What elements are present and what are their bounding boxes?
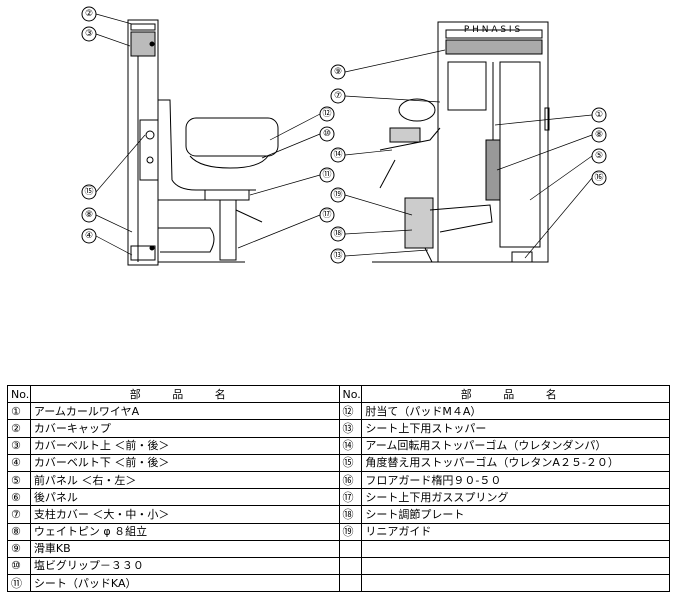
part-number: ⑤	[7, 470, 31, 490]
part-name	[361, 539, 670, 558]
part-number: ⑱	[338, 505, 363, 524]
front-view	[372, 21, 550, 263]
part-name: 滑車KB	[29, 539, 340, 558]
part-name: アームカールワイヤA	[29, 402, 340, 421]
part-name: 前パネル ＜右・左＞	[29, 470, 340, 490]
callout-label: ⑱	[333, 228, 342, 239]
part-name: 塩ビグリップ－３３０	[29, 556, 340, 576]
machine-drawing: ② ③ ⑮ ⑧ ④ ⑫ ⑩ ⑪ ⑰ ⑨ ⑦ ⑭ ⑲ ⑱ ⑬ ① ⑧ ⑤ ⑯ P …	[81, 6, 607, 266]
part-number: ⑦	[7, 505, 31, 524]
part-name: カバーベルト下 ＜前・後＞	[29, 453, 340, 472]
brand-text: P H N A S I S	[464, 25, 521, 35]
part-name: アーム回転用ストッパーゴム（ウレタンダンパ）	[361, 436, 670, 455]
part-number	[338, 574, 363, 593]
callout-label: ⑪	[322, 169, 331, 180]
callout-label: ⑩	[323, 129, 331, 139]
header-no: No.	[338, 384, 363, 404]
part-name: シート（パッドKA）	[29, 574, 340, 593]
callout-label: ⑧	[85, 210, 93, 220]
callout-label: ⑤	[595, 151, 603, 161]
callout-label: ⑯	[594, 172, 603, 183]
callout-label: ⑭	[333, 149, 342, 160]
callout-label: ⑰	[322, 209, 331, 220]
part-number: ⑬	[338, 419, 363, 438]
part-number: ⑭	[338, 436, 363, 455]
part-name	[361, 574, 670, 593]
part-name: カバーキャップ	[29, 419, 340, 438]
part-number: ⑯	[338, 470, 363, 490]
part-name: フロアガード楕円９０-５０	[361, 470, 670, 490]
callout-label: ①	[595, 110, 603, 120]
part-name: 角度替え用ストッパーゴム（ウレタンA２５-２０）	[361, 453, 670, 472]
part-number: ⑰	[338, 488, 363, 507]
part-name: シート上下用ストッパー	[361, 419, 670, 438]
callout-label: ④	[85, 231, 93, 241]
part-number: ⑮	[338, 453, 363, 472]
callout-label: ⑫	[322, 108, 331, 119]
part-name: リニアガイド	[361, 522, 670, 541]
part-name: 後パネル	[29, 488, 340, 507]
part-number	[338, 539, 363, 558]
header-name: 部 品 名	[29, 384, 340, 404]
part-number: ⑪	[7, 574, 31, 593]
part-name: 支柱カバー ＜大・中・小＞	[29, 505, 340, 524]
callout-label: ⑲	[333, 189, 342, 200]
part-name: ウェイトピン φ ８組立	[29, 522, 340, 541]
part-number	[338, 556, 363, 576]
header-no: No.	[7, 384, 31, 404]
callout-circles	[81, 6, 607, 264]
part-number: ②	[7, 419, 31, 438]
side-view	[127, 19, 279, 266]
part-number: ①	[7, 402, 31, 421]
part-number: ⑥	[7, 488, 31, 507]
part-number: ④	[7, 453, 31, 472]
callout-label: ③	[85, 29, 93, 39]
part-number: ⑨	[7, 539, 31, 558]
part-number: ⑫	[338, 402, 363, 421]
part-name: 肘当て（パッドM４A）	[361, 402, 670, 421]
part-name: カバーベルト上 ＜前・後＞	[29, 436, 340, 455]
callout-label: ⑦	[334, 91, 342, 101]
part-number: ⑲	[338, 522, 363, 541]
part-number: ⑧	[7, 522, 31, 541]
callout-label: ⑬	[333, 250, 342, 261]
callout-label: ⑨	[334, 67, 342, 77]
part-name	[361, 556, 670, 576]
callout-label: ⑧	[595, 130, 603, 140]
table-header-row: No. 部 品 名 No. 部 品 名	[7, 384, 670, 404]
part-name: シート調節プレート	[361, 505, 670, 524]
callout-label: ②	[85, 9, 93, 19]
part-number: ⑩	[7, 556, 31, 576]
part-number: ③	[7, 436, 31, 455]
header-name: 部 品 名	[361, 384, 670, 404]
callout-label: ⑮	[84, 186, 93, 197]
leader-lines	[95, 13, 593, 259]
part-name: シート上下用ガススプリング	[361, 488, 670, 507]
